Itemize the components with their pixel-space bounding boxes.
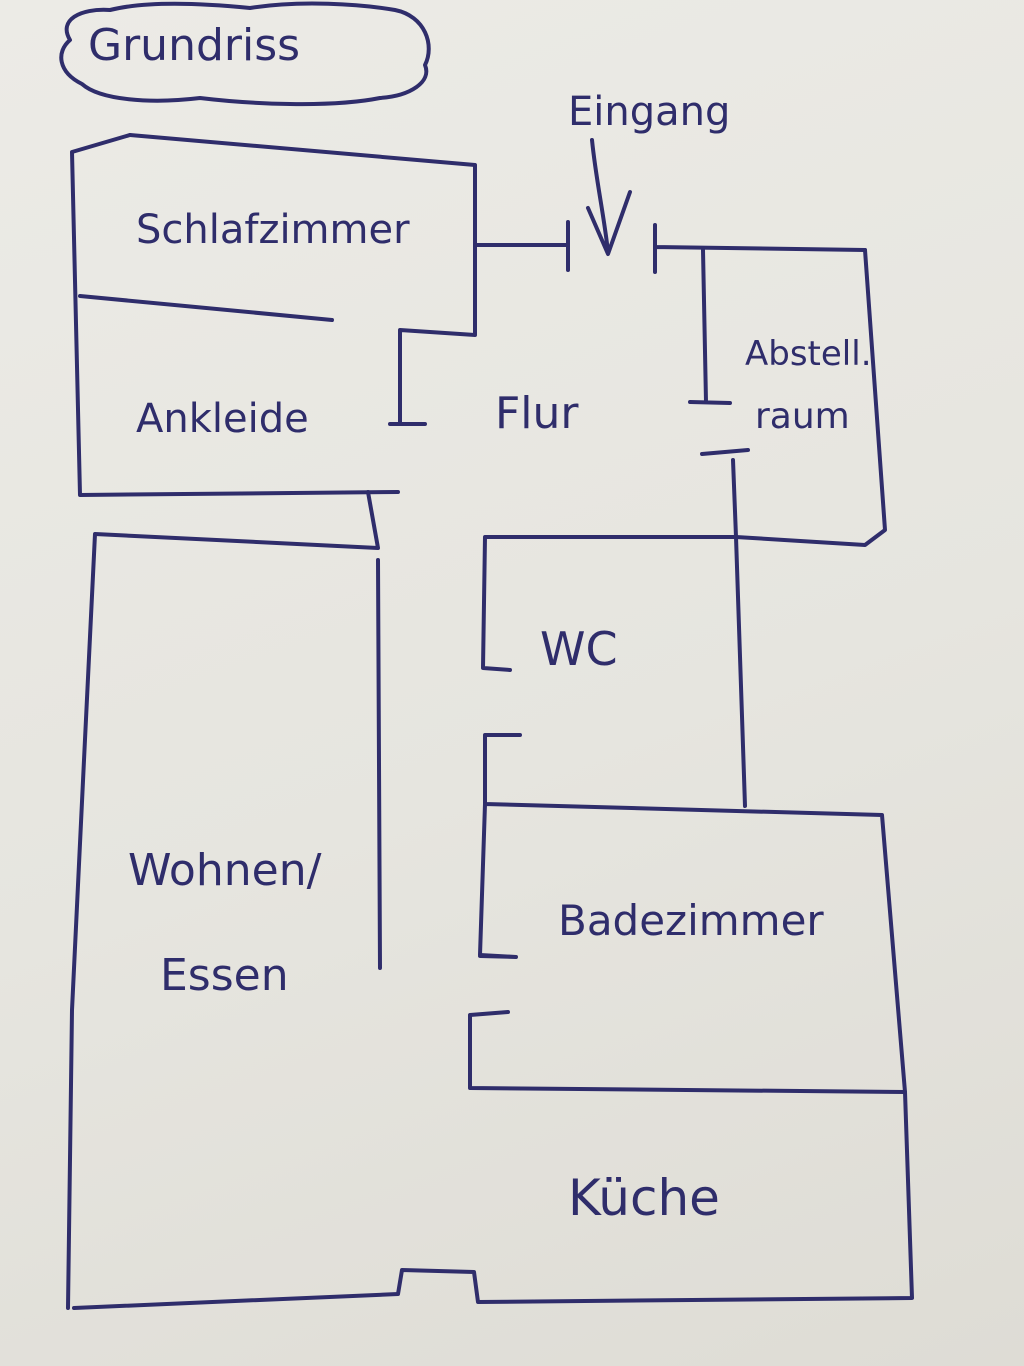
- entrance-arrow: [586, 138, 632, 256]
- room-label-wohnen-line2: Essen: [160, 950, 289, 1001]
- room-label-abstellraum-line1: Abstell.: [745, 334, 872, 374]
- wall-wc: [481, 535, 747, 808]
- title-cloud-outline: [59, 1, 431, 107]
- room-label-badezimmer: Badezimmer: [558, 896, 824, 945]
- room-label-wc: WC: [540, 622, 618, 676]
- wall-entrance-right: [653, 223, 867, 274]
- room-label-wohnen-line1: Wohnen/: [128, 845, 322, 896]
- room-label-abstellraum-line2: raum: [755, 396, 850, 437]
- wall-bathroom: [468, 802, 907, 1094]
- room-label-ankleide: Ankleide: [136, 396, 309, 442]
- wall-entrance-left: [473, 220, 570, 272]
- wall-bedroom-divider: [78, 294, 334, 322]
- entrance-label: Eingang: [568, 89, 730, 135]
- room-label-schlafzimmer: Schlafzimmer: [136, 207, 410, 253]
- wall-storage-room: [688, 248, 887, 547]
- wall-living-room: [66, 490, 382, 1310]
- room-label-kueche: Küche: [568, 1169, 720, 1227]
- wall-bedroom-outer: [128, 133, 477, 426]
- wall-bedroom-left: [70, 133, 400, 497]
- diagram-title: Grundriss: [88, 20, 300, 71]
- room-label-flur: Flur: [495, 388, 579, 439]
- wall-kitchen: [72, 1090, 914, 1310]
